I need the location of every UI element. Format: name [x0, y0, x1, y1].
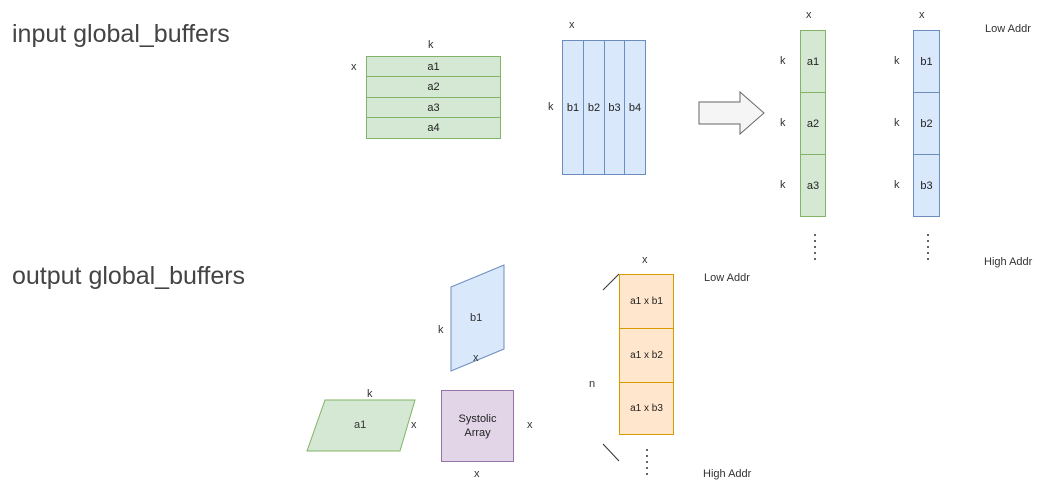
matrix-b-col: b2: [583, 40, 605, 175]
result-buffer-side-label: n: [589, 378, 596, 390]
buffer-a-side-label: k: [780, 55, 786, 67]
result-buffer-cell: a1 x b2: [619, 328, 674, 383]
brace-line-bottom: [602, 443, 620, 462]
brace-line-top: [602, 273, 620, 291]
result-buffer-continuation-dots: [645, 449, 649, 479]
matrix-b-col: b4: [624, 40, 646, 175]
systolic-array-block: Systolic Array: [441, 390, 514, 462]
buffer-a-side-label: k: [780, 117, 786, 129]
b-shape-bottom-label: x: [473, 352, 479, 364]
matrix-b-row-label: k: [548, 101, 554, 113]
a-shape-top-label: k: [367, 388, 373, 400]
matrix-a-row: a4: [366, 117, 501, 139]
systolic-right-label: x: [527, 419, 533, 431]
input-high-addr-label: High Addr: [984, 256, 1033, 268]
buffer-a-cell: a2: [800, 92, 826, 155]
matrix-a-row: a2: [366, 76, 501, 98]
buffer-a-side-label: k: [780, 179, 786, 191]
buffer-b-side-label: k: [894, 117, 900, 129]
buffer-b-continuation-dots: [926, 234, 930, 264]
buffer-a-cell: a1: [800, 30, 826, 93]
matrix-b-col: b3: [604, 40, 625, 175]
buffer-a-cell: a3: [800, 154, 826, 217]
output-high-addr-label: High Addr: [703, 468, 752, 480]
output-title: output global_buffers: [12, 262, 246, 290]
buffer-a-continuation-dots: [813, 234, 817, 264]
buffer-b-side-label: k: [894, 179, 900, 191]
matrix-a-row: a3: [366, 97, 501, 118]
matrix-b-col: b1: [562, 40, 584, 175]
matrix-a-col-label: k: [428, 39, 434, 51]
b-shape-side-label: k: [438, 324, 444, 336]
b-shape-label: b1: [470, 312, 483, 324]
matrix-b-col-label: x: [569, 19, 575, 31]
result-buffer-cell: a1 x b1: [619, 274, 674, 329]
buffer-b-cell: b2: [913, 92, 940, 155]
buffer-b-side-label: k: [894, 55, 900, 67]
transform-arrow-icon: [698, 90, 765, 136]
systolic-bottom-label: x: [474, 468, 480, 480]
input-title: input global_buffers: [12, 20, 230, 48]
buffer-a-top-label: x: [806, 9, 812, 21]
a-shape-label: a1: [354, 419, 367, 431]
output-low-addr-label: Low Addr: [704, 272, 750, 284]
systolic-array-label-line1: Systolic: [458, 413, 497, 425]
buffer-b-cell: b3: [913, 154, 940, 217]
matrix-a-row-label: x: [351, 61, 357, 73]
buffer-b-top-label: x: [919, 9, 925, 21]
systolic-array-label-line2: Array: [464, 427, 491, 439]
result-buffer-top-label: x: [642, 254, 648, 266]
input-low-addr-label: Low Addr: [985, 23, 1031, 35]
matrix-a-row: a1: [366, 56, 501, 77]
result-buffer-cell: a1 x b3: [619, 382, 674, 435]
buffer-b-cell: b1: [913, 30, 940, 93]
a-shape-side-label: x: [411, 419, 417, 431]
